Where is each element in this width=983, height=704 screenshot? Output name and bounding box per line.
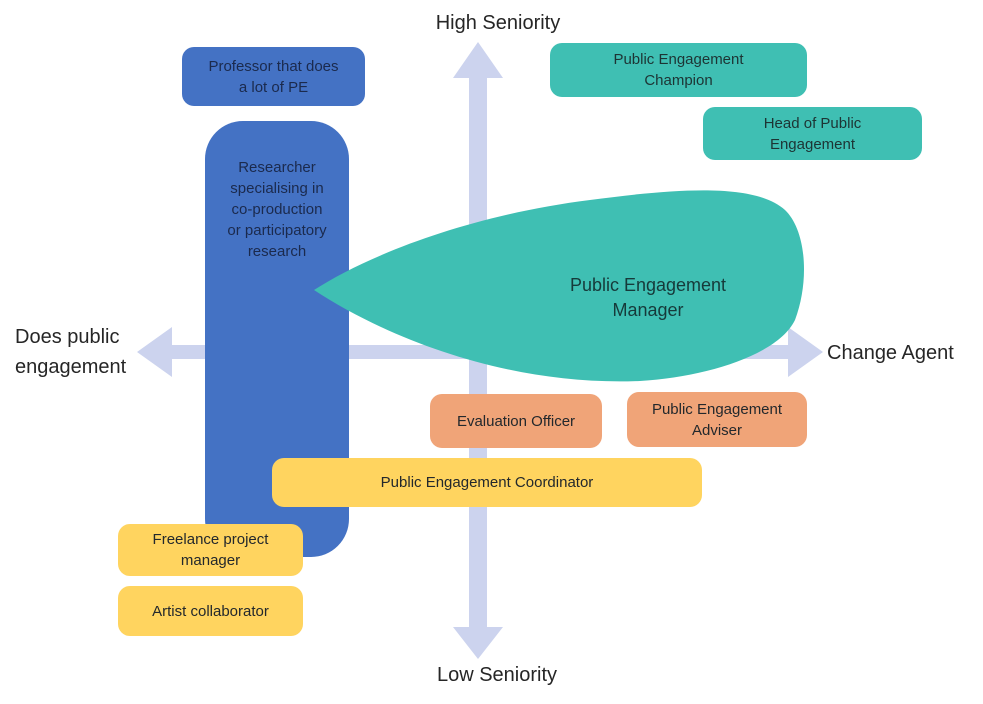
node-adviser-label: Public Engagement Adviser	[651, 400, 783, 439]
manager-blob-shape	[314, 190, 805, 382]
node-pe-adviser: Public Engagement Adviser	[627, 392, 807, 447]
node-coordinator-label: Public Engagement Coordinator	[380, 474, 594, 491]
node-artist-collaborator: Artist collaborator	[118, 586, 303, 636]
node-professor: Professor that does a lot of PE	[182, 47, 365, 106]
node-professor-label: Professor that does a lot of PE	[208, 57, 339, 96]
node-freelance-project-manager: Freelance project manager	[118, 524, 303, 576]
node-head-of-pe-label: Head of Public Engagement	[763, 114, 862, 153]
node-artist-label: Artist collaborator	[152, 602, 269, 620]
axis-label-does-public-engagement: Does public engagement	[15, 326, 127, 378]
node-researcher-label: Researcher specialising in co-production…	[227, 159, 327, 260]
node-public-engagement-manager: Public Engagement Manager	[528, 272, 768, 324]
node-evaluation-officer-label: Evaluation Officer	[456, 412, 576, 430]
axis-label-high-seniority: High Seniority	[435, 12, 561, 34]
node-pe-champion: Public Engagement Champion	[550, 43, 807, 97]
node-pe-coordinator: Public Engagement Coordinator	[272, 458, 702, 507]
node-champion-label: Public Engagement Champion	[613, 51, 744, 89]
node-head-of-pe: Head of Public Engagement	[703, 107, 922, 160]
node-freelance-label: Freelance project manager	[152, 531, 269, 569]
node-manager-label: Public Engagement Manager	[569, 275, 727, 320]
axis-label-low-seniority: Low Seniority	[436, 664, 558, 686]
node-evaluation-officer: Evaluation Officer	[430, 394, 602, 448]
axis-label-change-agent: Change Agent	[827, 342, 954, 364]
